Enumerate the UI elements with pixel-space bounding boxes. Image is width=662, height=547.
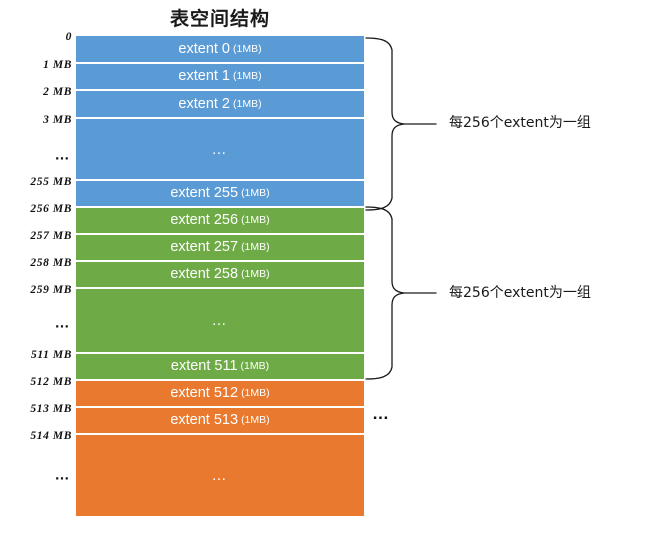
extent-size: (1MB) (241, 387, 270, 400)
axis-tick: 257 MB (30, 230, 72, 242)
group-brace-2 (365, 206, 437, 380)
axis-tick: 512 MB (30, 376, 72, 388)
axis-tick: 259 MB (30, 284, 72, 296)
extent-name: … (211, 140, 229, 158)
axis-tick: 258 MB (30, 257, 72, 269)
extent-label: extent 1(1MB) (178, 69, 261, 84)
extent-label: extent 0(1MB) (178, 42, 261, 57)
extent-label: … (212, 468, 229, 483)
extent-name: extent 2 (178, 95, 230, 112)
extent-size: (1MB) (241, 414, 270, 427)
extent-bar: extent 0(1MB)extent 1(1MB)extent 2(1MB)…… (76, 36, 364, 516)
extent-label: extent 513(1MB) (170, 413, 269, 428)
extent-label: extent 256(1MB) (170, 213, 269, 228)
extent-name: extent 256 (170, 212, 239, 229)
extent-size: (1MB) (241, 214, 270, 227)
axis-tick: 511 MB (31, 349, 72, 361)
axis-tick: 513 MB (30, 403, 72, 415)
extent-label: … (212, 313, 229, 328)
extent-size: (1MB) (233, 97, 262, 110)
axis-tick: 1 MB (43, 59, 72, 71)
axis-tick-ellipsis: … (54, 314, 72, 332)
extent-name: extent 512 (170, 385, 239, 402)
extent-block[interactable]: extent 256(1MB) (76, 208, 364, 235)
extent-block[interactable]: extent 258(1MB) (76, 262, 364, 289)
extent-label: extent 511(1MB) (171, 359, 269, 374)
extent-size: (1MB) (233, 70, 262, 83)
extent-block[interactable]: extent 511(1MB) (76, 354, 364, 381)
extent-size: (1MB) (241, 241, 270, 254)
extent-name: extent 511 (170, 358, 238, 375)
extent-size: (1MB) (240, 360, 270, 373)
extent-size: (1MB) (241, 187, 270, 200)
extent-name: extent 0 (178, 40, 230, 57)
extent-size: (1MB) (241, 268, 270, 281)
axis-tick-ellipsis: … (54, 146, 72, 164)
page-title: 表空间结构 (169, 8, 270, 30)
extent-block-ellipsis[interactable]: … (76, 289, 364, 354)
extent-label: extent 258(1MB) (170, 267, 269, 282)
extent-block[interactable]: extent 0(1MB) (76, 36, 364, 64)
extent-block[interactable]: extent 257(1MB) (76, 235, 364, 262)
group-brace-1 (365, 37, 437, 211)
extent-name: extent 257 (170, 239, 239, 256)
extent-name: extent 1 (178, 68, 230, 85)
extent-size: (1MB) (233, 42, 262, 55)
extent-block[interactable]: extent 255(1MB) (76, 181, 364, 208)
extent-label: extent 257(1MB) (170, 240, 269, 255)
extent-block[interactable]: extent 512(1MB) (76, 381, 364, 408)
extent-block-ellipsis[interactable]: … (76, 435, 364, 516)
axis-tick: 3 MB (43, 114, 72, 126)
extent-name: … (211, 467, 229, 484)
axis-tick: 0 (65, 31, 72, 43)
offset-axis: 0 1 MB 2 MB 3 MB … 255 MB 256 MB 257 MB 258 MB 25… (0, 0, 72, 547)
extent-name: extent 513 (170, 412, 239, 429)
group-annotation-1: 每256个extent为一组 (449, 115, 591, 131)
extent-block[interactable]: extent 2(1MB) (76, 91, 364, 119)
axis-tick: 256 MB (30, 203, 72, 215)
axis-tick-ellipsis: … (54, 466, 72, 484)
extent-name: extent 258 (170, 266, 239, 283)
group-annotation-2: 每256个extent为一组 (449, 285, 591, 301)
continuation-ellipsis: … (372, 404, 391, 423)
extent-label: … (212, 142, 229, 157)
extent-label: extent 255(1MB) (170, 186, 269, 201)
axis-tick: 514 MB (30, 430, 72, 442)
extent-block[interactable]: extent 513(1MB) (76, 408, 364, 435)
axis-tick: 255 MB (30, 176, 72, 188)
extent-block-ellipsis[interactable]: … (76, 119, 364, 181)
extent-name: … (211, 312, 229, 329)
extent-name: extent 255 (170, 185, 239, 202)
axis-tick: 2 MB (43, 86, 72, 98)
extent-block[interactable]: extent 1(1MB) (76, 64, 364, 91)
extent-label: extent 2(1MB) (178, 97, 261, 112)
extent-label: extent 512(1MB) (170, 386, 269, 401)
